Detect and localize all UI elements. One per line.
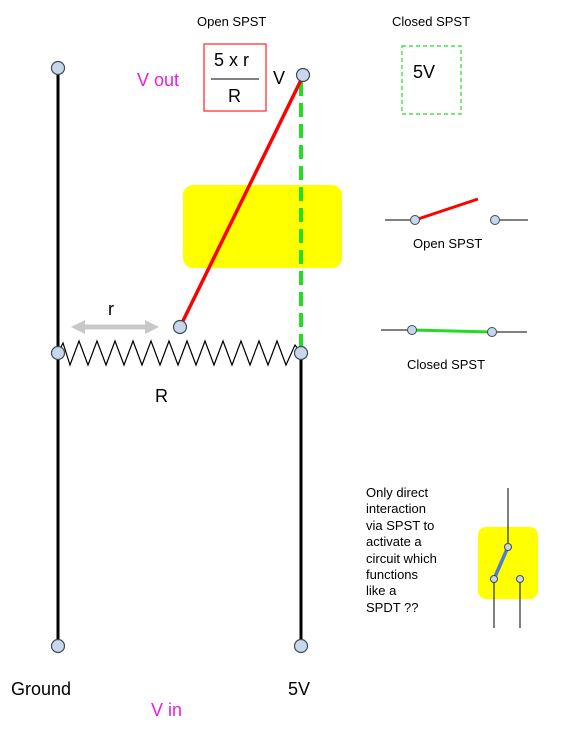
- note-line: Only direct: [366, 485, 429, 500]
- terminal-resistor-left: [50, 345, 66, 361]
- formula-box: [203, 43, 267, 112]
- note-line: functions: [366, 567, 419, 583]
- v-in-label: V in: [151, 700, 183, 720]
- closed-spst-legend-label: Closed SPST: [407, 357, 486, 372]
- r-large-label: R: [155, 386, 168, 406]
- note-line: interaction: [366, 501, 426, 517]
- terminal-ground-top: [50, 60, 66, 76]
- ground-label: Ground: [11, 679, 72, 699]
- note-line: activate a: [366, 534, 422, 550]
- r-small-label: r: [108, 299, 114, 319]
- legend-open-spst-symbol: [385, 197, 528, 225]
- closed-value-box: [401, 45, 462, 115]
- open-spst-heading: Open SPST: [197, 14, 267, 29]
- open-spst-legend-label: Open SPST: [413, 236, 483, 251]
- r-double-arrow: [71, 320, 159, 334]
- formula-unit: V: [273, 68, 286, 88]
- closed-value: 5V: [413, 62, 436, 82]
- resistor-zigzag: [57, 339, 302, 367]
- five-v-label: 5V: [288, 679, 311, 699]
- formula-denominator: R: [228, 86, 241, 106]
- note-line: circuit which: [366, 550, 437, 566]
- terminal-resistor-right: [293, 345, 309, 361]
- terminal-5v-bottom: [293, 638, 309, 654]
- spdt-note: Only direct interaction via SPST to acti…: [366, 485, 466, 616]
- legend-closed-spst-symbol: [381, 325, 527, 337]
- terminal-ground-bottom: [50, 638, 66, 654]
- spdt-symbol: [490, 488, 524, 628]
- v-out-label: V out: [137, 70, 180, 90]
- formula-numerator: 5 x r: [214, 50, 250, 70]
- note-line: SPDT ??: [366, 599, 419, 615]
- note-line: via SPST to: [366, 517, 435, 533]
- terminal-vout: [295, 67, 311, 83]
- slider-highlight: [183, 185, 342, 268]
- wiper-red-line: [178, 75, 305, 328]
- note-line: like a: [366, 583, 397, 599]
- terminal-wiper: [172, 319, 188, 335]
- closed-spst-heading: Closed SPST: [392, 14, 471, 29]
